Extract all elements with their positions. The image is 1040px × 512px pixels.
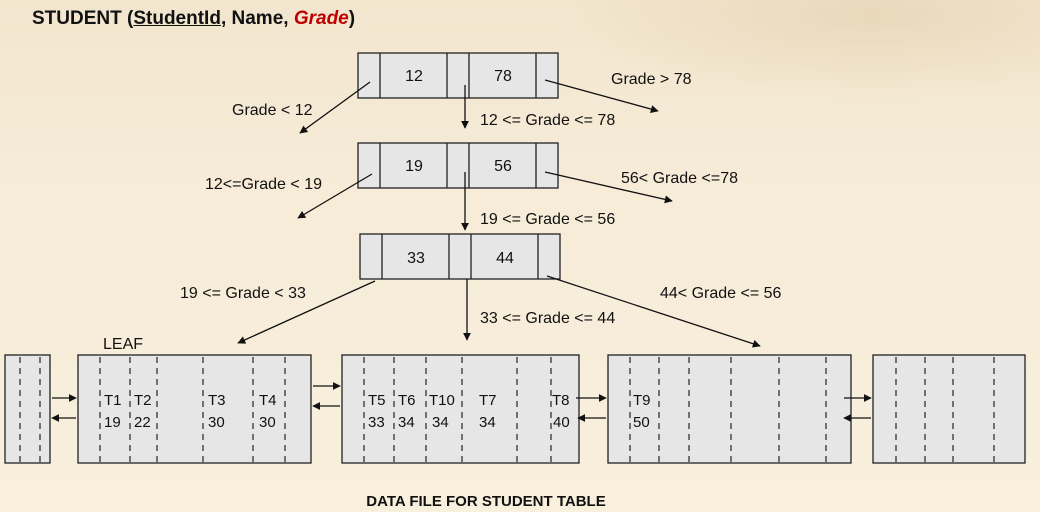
leaf1-id-4: T4 [259,392,277,409]
leaf-node-left-partial [4,354,51,464]
index-node-root: 12 78 [357,52,559,99]
data-file-caption: DATA FILE FOR STUDENT TABLE [366,493,605,510]
leaf2-grade-3: 34 [432,414,449,431]
edge-label-root-left: Grade < 12 [232,102,313,119]
arrow-mid-left [297,173,373,219]
edge-label-mid-right: 56< Grade <=78 [621,170,738,187]
leaf-label: LEAF [103,336,143,353]
title-attribute-name: Name [231,8,284,29]
leaf2-id-3: T10 [429,392,455,409]
edge-label-low-left: 19 <= Grade < 33 [180,285,306,302]
low-key-2: 44 [496,250,514,267]
leaf-node-3: T9 50 [607,354,852,464]
leaf2-grade-2: 34 [398,414,415,431]
leaf3-grade-1: 50 [633,414,650,431]
leaf1-grade-3: 30 [208,414,225,431]
leaf2-grade-4: 34 [479,414,496,431]
root-key-1: 12 [405,68,423,85]
index-node-low: 33 44 [359,233,561,280]
mid-key-1: 19 [405,158,423,175]
leaf1-grade-2: 22 [134,414,151,431]
low-key-1: 33 [407,250,425,267]
leaf-node-right-partial [872,354,1026,464]
arrow-root-right [544,79,659,113]
leaf-node-2: T5 33 T6 34 T10 34 T7 34 T8 40 [341,354,580,464]
edge-label-low-mid: 33 <= Grade <= 44 [480,310,615,327]
arrow-low-right [546,275,761,348]
title-entity: STUDENT [32,8,122,29]
leaf3-id-1: T9 [633,392,651,409]
mid-key-2: 56 [494,158,512,175]
leaf2-id-1: T5 [368,392,386,409]
leaf1-grade-4: 30 [259,414,276,431]
root-key-2: 78 [494,68,512,85]
leaf1-id-1: T1 [104,392,122,409]
leaf2-id-5: T8 [552,392,570,409]
leaf2-id-4: T7 [479,392,497,409]
leaf2-id-2: T6 [398,392,416,409]
edge-label-root-right: Grade > 78 [611,71,692,88]
arrow-root-left [299,81,371,134]
title-key-attribute: StudentId [133,8,221,29]
leaf1-id-2: T2 [134,392,152,409]
edge-label-mid-left: 12<=Grade < 19 [205,176,322,193]
leaf-node-1: T1 19 T2 22 T3 30 T4 30 [77,354,312,464]
arrow-low-left [237,280,376,344]
arrow-mid-right [544,171,673,204]
edge-label-low-right: 44< Grade <= 56 [660,285,782,302]
leaf1-grade-1: 19 [104,414,121,431]
leaf2-grade-5: 40 [553,414,570,431]
background-decoration [560,0,1040,100]
edge-label-root-mid: 12 <= Grade <= 78 [480,112,615,129]
title-attribute-grade: Grade [293,8,349,29]
leaf1-id-3: T3 [208,392,226,409]
edge-label-mid-mid: 19 <= Grade <= 56 [480,211,615,228]
index-node-mid: 19 56 [357,142,559,189]
leaf2-grade-1: 33 [368,414,385,431]
page-title: STUDENT (StudentId, Name, Grade) [32,8,356,29]
